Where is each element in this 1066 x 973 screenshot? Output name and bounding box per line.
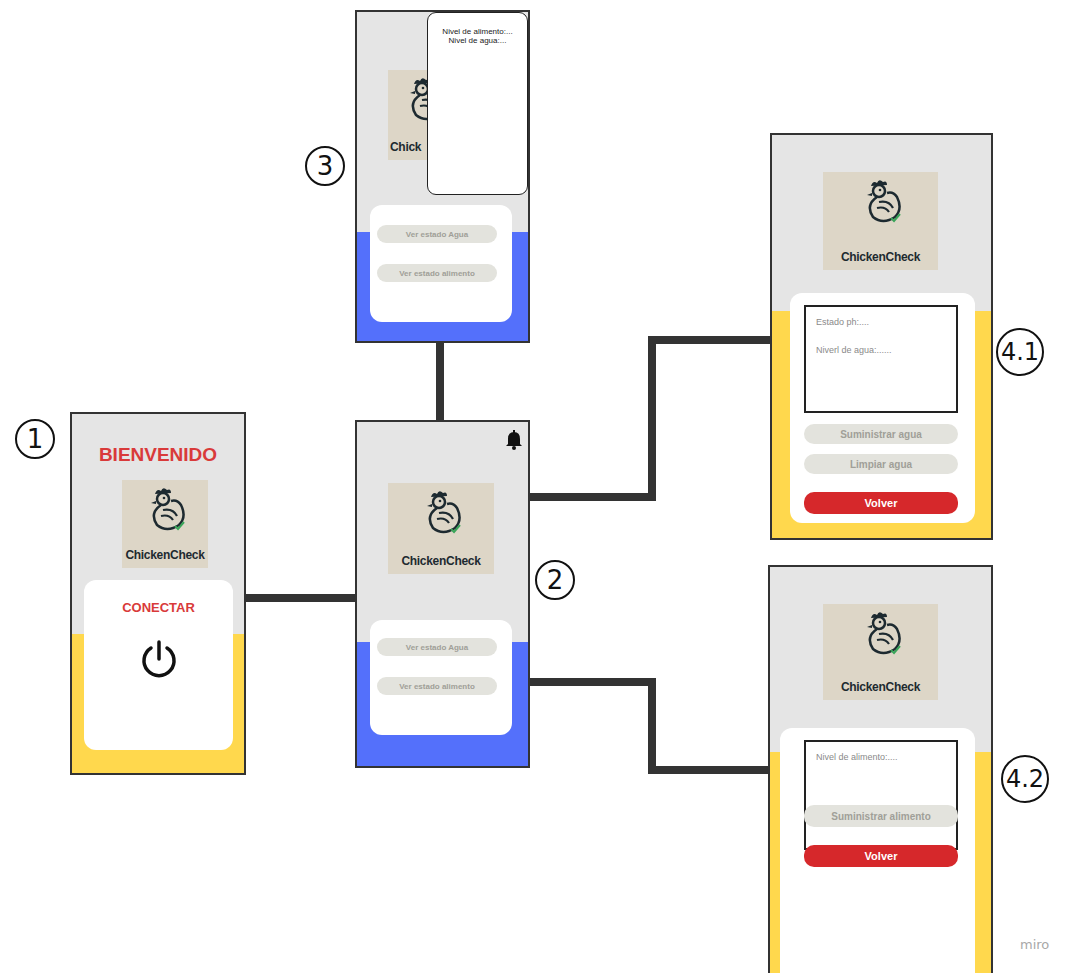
chicken-icon bbox=[857, 610, 905, 656]
back-button: Volver bbox=[804, 492, 958, 514]
logo-image: ChickenCheck bbox=[823, 172, 938, 270]
status-box: Estado ph:.... Niverl de agua:...... bbox=[804, 305, 958, 413]
callout-number: 1 bbox=[15, 419, 55, 459]
phone-screen: 4.2ChickenCheckNivel de alimento:....Sum… bbox=[768, 565, 993, 973]
welcome-title: BIENVENIDO bbox=[72, 444, 244, 466]
power-icon bbox=[136, 637, 182, 683]
icon-holder bbox=[857, 178, 905, 228]
connector-line bbox=[530, 340, 770, 497]
phone-screen: 2ChickenCheckVer estado AguaVer estado a… bbox=[355, 420, 530, 768]
phone-screen: 4.1ChickenCheckEstado ph:....Niverl de a… bbox=[770, 133, 993, 540]
label-text: Nivel de agua:... bbox=[449, 36, 507, 45]
chicken-icon bbox=[141, 486, 189, 532]
logo-image: ChickenCheck bbox=[388, 483, 494, 574]
status-box: Nivel de alimento:.... bbox=[804, 740, 958, 850]
chicken-icon bbox=[417, 489, 465, 535]
label-text: ChickenCheck bbox=[401, 554, 480, 568]
label-text: CONECTAR bbox=[122, 600, 195, 615]
label-text: Nivel de alimento:.... bbox=[816, 752, 946, 762]
label-text: Ver estado Agua bbox=[406, 643, 468, 652]
icon-holder bbox=[417, 489, 465, 539]
watermark: miro bbox=[1020, 937, 1049, 952]
connect-card: CONECTAR bbox=[84, 580, 233, 750]
callout-number: 2 bbox=[535, 560, 575, 600]
label-text: Niverl de agua:...... bbox=[816, 345, 946, 355]
grey-button: Limpiar agua bbox=[804, 454, 958, 474]
label-text: Limpiar agua bbox=[850, 459, 912, 470]
label-text: ChickenCheck bbox=[841, 250, 920, 264]
connector-line bbox=[436, 343, 444, 420]
label-text: Ver estado alimento bbox=[399, 682, 475, 691]
phone-screen: 1BIENVENIDOChickenCheckCONECTAR bbox=[70, 412, 246, 775]
callout-number: 4.1 bbox=[996, 328, 1044, 376]
label-text: Volver bbox=[865, 497, 898, 509]
phone-screen: 3ChickNivel de alimento:...Nivel de agua… bbox=[355, 10, 530, 343]
grey-button: Ver estado alimento bbox=[377, 677, 497, 695]
label-text: Nivel de alimento:... bbox=[442, 27, 512, 36]
logo-image: ChickenCheck bbox=[823, 604, 938, 700]
back-button: Volver bbox=[804, 845, 958, 867]
label-text: Suministrar alimento bbox=[831, 811, 930, 822]
label-text: ChickenCheck bbox=[125, 548, 204, 562]
connector-line bbox=[530, 682, 768, 770]
label-text: Ver estado Agua bbox=[406, 230, 468, 239]
grey-button: Suministrar agua bbox=[804, 424, 958, 444]
label-text: Suministrar agua bbox=[840, 429, 922, 440]
label-text: Estado ph:.... bbox=[816, 317, 946, 327]
grey-button: Suministrar alimento bbox=[804, 805, 958, 827]
grey-button: Ver estado alimento bbox=[377, 264, 497, 282]
connector-line bbox=[246, 594, 355, 602]
icon-holder bbox=[857, 610, 905, 660]
grey-button: Ver estado Agua bbox=[377, 638, 497, 656]
logo-image: ChickenCheck bbox=[122, 480, 208, 568]
label-text: Ver estado alimento bbox=[399, 269, 475, 278]
label-text: Chick bbox=[390, 140, 421, 154]
icon-holder bbox=[141, 486, 189, 536]
chicken-icon bbox=[857, 178, 905, 224]
grey-button: Ver estado Agua bbox=[377, 225, 497, 243]
label-text: ChickenCheck bbox=[841, 680, 920, 694]
bell-icon bbox=[505, 430, 523, 450]
label-text: Volver bbox=[865, 850, 898, 862]
callout-number: 4.2 bbox=[1001, 755, 1049, 803]
notification-popup: Nivel de alimento:...Nivel de agua:... bbox=[427, 12, 528, 195]
callout-number: 3 bbox=[305, 146, 345, 186]
